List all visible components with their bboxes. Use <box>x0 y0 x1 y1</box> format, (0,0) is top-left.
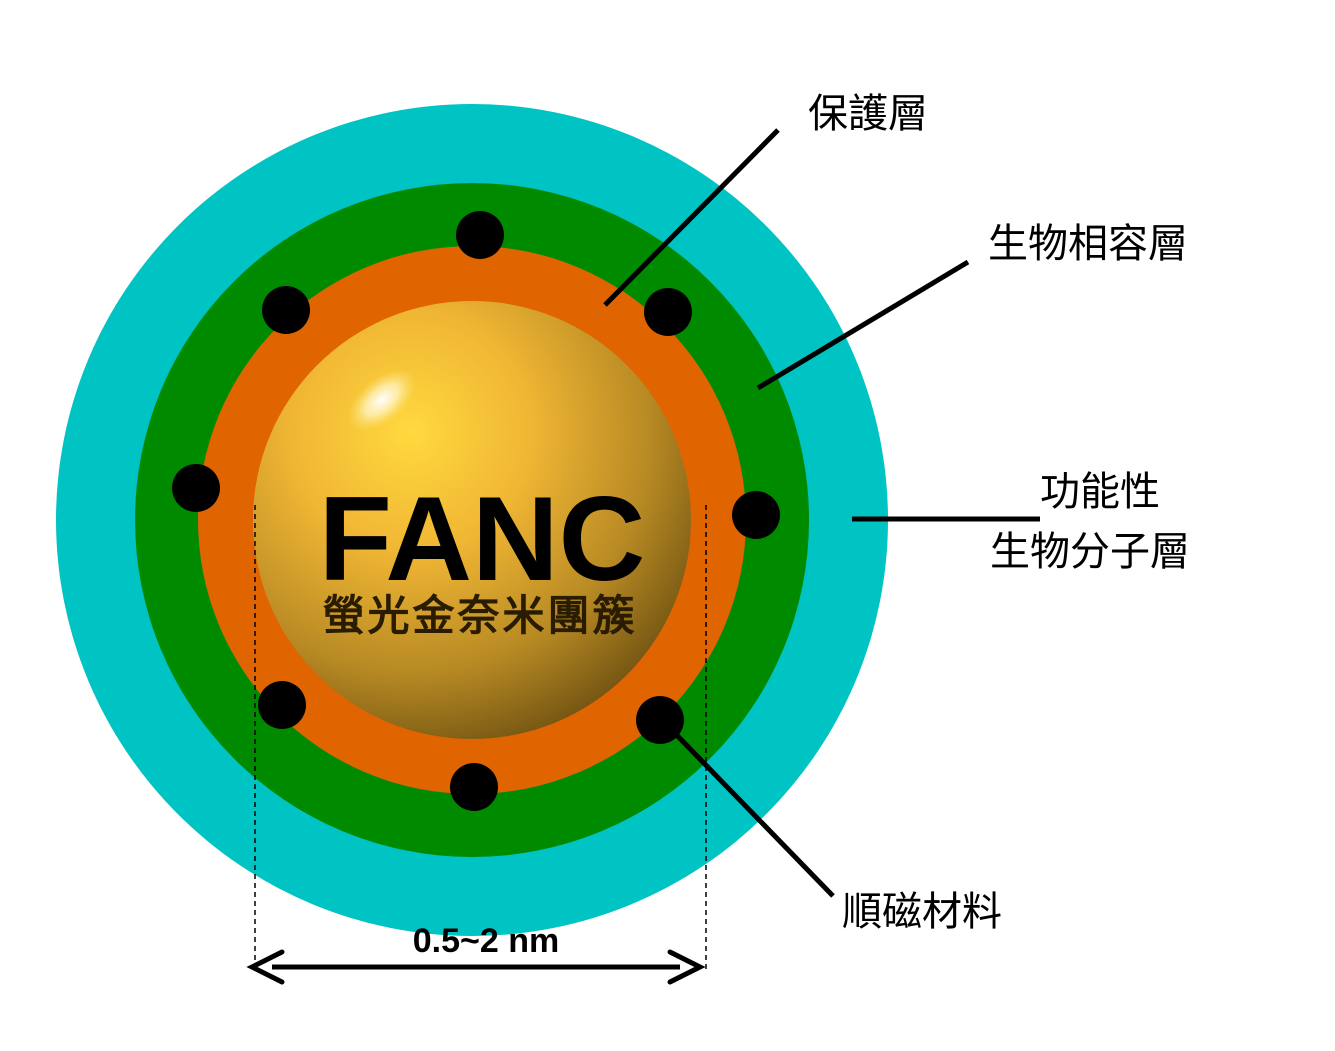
label-functional-line1: 功能性 <box>1040 469 1160 515</box>
paramagnetic-dot <box>258 681 306 729</box>
label-protective-layer: 保護層 <box>808 91 928 137</box>
leader-line-biocompatible <box>756 259 970 391</box>
core-subtitle: 螢光金奈米團簇 <box>322 591 637 640</box>
dimension-marker: 0.5~2 nm <box>246 505 707 985</box>
dimension-label: 0.5~2 nm <box>413 922 559 960</box>
paramagnetic-dot <box>456 211 504 259</box>
label-biocompatible-layer: 生物相容層 <box>988 221 1188 267</box>
dimension-arrow-head-left <box>246 949 285 985</box>
paramagnetic-dot <box>644 288 692 336</box>
label-functional-line2: 生物分子層 <box>990 529 1190 575</box>
paramagnetic-dot <box>732 491 780 539</box>
leader-line-protective <box>603 128 780 307</box>
paramagnetic-dot <box>450 763 498 811</box>
core-highlight <box>348 369 416 431</box>
leader-line-paramagnetic <box>662 720 835 898</box>
paramagnetic-dot <box>172 464 220 512</box>
dimension-arrow-head-right <box>667 949 706 985</box>
paramagnetic-dot <box>262 286 310 334</box>
label-paramagnetic: 順磁材料 <box>842 889 1002 935</box>
core-title: FANC <box>319 472 646 606</box>
leader-lines <box>603 128 1040 898</box>
paramagnetic-dots <box>172 211 780 811</box>
